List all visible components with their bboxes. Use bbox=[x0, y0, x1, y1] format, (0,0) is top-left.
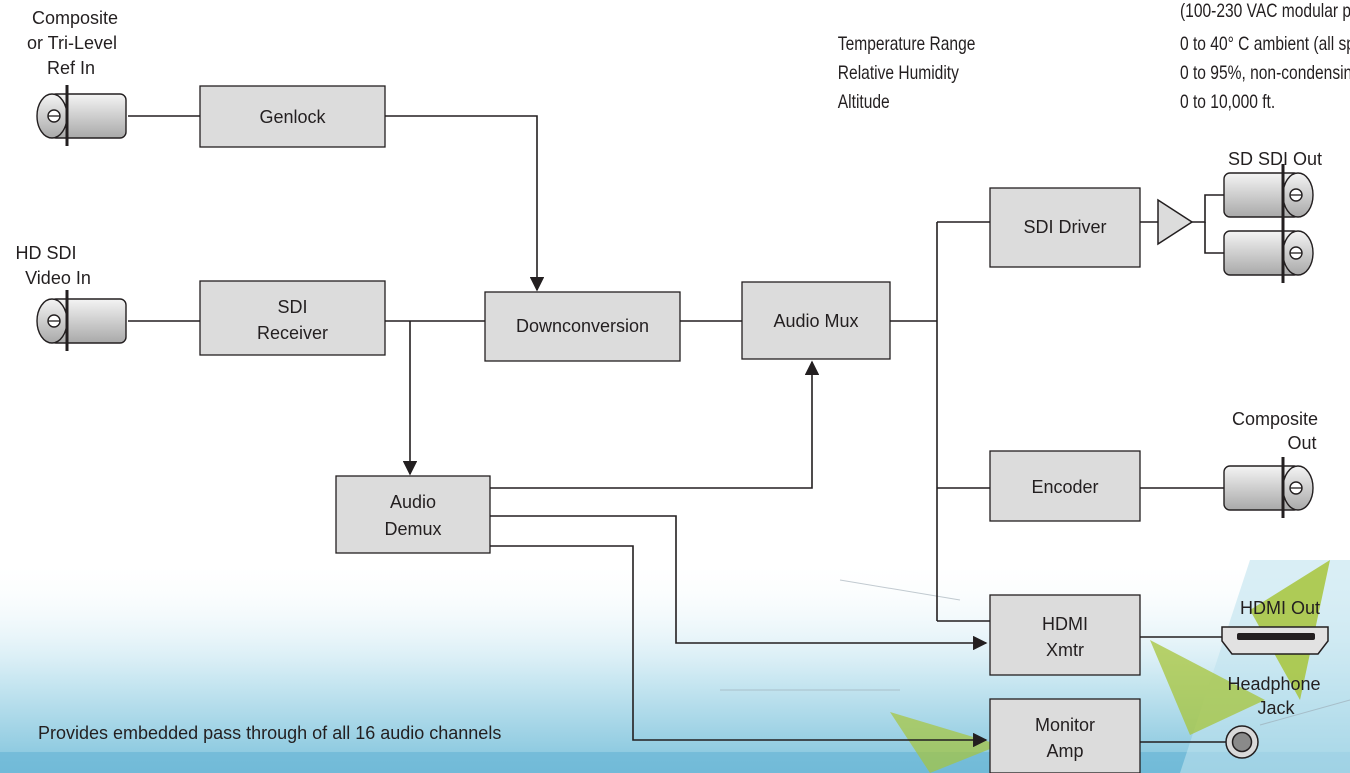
svg-text:Xmtr: Xmtr bbox=[1046, 640, 1084, 660]
svg-text:Out: Out bbox=[1287, 433, 1316, 453]
label-hdmi-out: HDMI Out bbox=[1240, 598, 1320, 618]
svg-text:Jack: Jack bbox=[1257, 698, 1295, 718]
block-genlock: Genlock bbox=[199, 85, 386, 148]
svg-text:Audio Mux: Audio Mux bbox=[773, 311, 858, 331]
block-sdi-receiver: SDI Receiver bbox=[199, 280, 386, 356]
svg-text:Receiver: Receiver bbox=[257, 323, 328, 343]
headphone-jack-icon bbox=[1225, 725, 1259, 759]
svg-text:Downconversion: Downconversion bbox=[516, 316, 649, 336]
svg-text:SDI: SDI bbox=[277, 297, 307, 317]
spec-sheet: (100-230 VAC modular power supply) Tempe… bbox=[838, 0, 1350, 112]
svg-text:Genlock: Genlock bbox=[259, 107, 326, 127]
bnc-connector-composite-out bbox=[1223, 457, 1314, 518]
bnc-connector-sd-sdi-out-2 bbox=[1223, 222, 1314, 283]
power-supply-note: (100-230 VAC modular power supply) bbox=[1180, 0, 1350, 21]
label-composite-out: Composite Out bbox=[1232, 409, 1318, 453]
green-shard-2 bbox=[1150, 640, 1265, 735]
svg-text:SDI Driver: SDI Driver bbox=[1023, 217, 1106, 237]
bnc-connector-video-in bbox=[36, 290, 127, 351]
spec-label-altitude: Altitude bbox=[838, 91, 890, 113]
block-sdi-driver: SDI Driver bbox=[989, 187, 1141, 268]
block-monitor-amp: Monitor Amp bbox=[989, 698, 1141, 773]
svg-text:Audio: Audio bbox=[390, 492, 436, 512]
svg-text:HDMI: HDMI bbox=[1042, 614, 1088, 634]
svg-text:Video In: Video In bbox=[25, 268, 91, 288]
svg-text:Headphone: Headphone bbox=[1227, 674, 1320, 694]
signal-lines bbox=[128, 115, 1226, 748]
spec-label-humidity: Relative Humidity bbox=[838, 62, 959, 84]
bnc-connector-ref-in bbox=[36, 85, 127, 146]
block-hdmi-xmtr: HDMI Xmtr bbox=[989, 594, 1141, 676]
label-video-in: HD SDI Video In bbox=[15, 243, 90, 288]
audio-passthrough-note: Provides embedded pass through of all 16… bbox=[38, 723, 501, 743]
green-shard-3 bbox=[890, 712, 1000, 773]
svg-text:Ref In: Ref In bbox=[47, 58, 95, 78]
spec-value-humidity: 0 to 95%, non-condensing bbox=[1180, 62, 1350, 84]
svg-text:Demux: Demux bbox=[384, 519, 441, 539]
svg-text:Composite: Composite bbox=[1232, 409, 1318, 429]
label-ref-in: Composite or Tri-Level Ref In bbox=[27, 8, 118, 78]
block-downconversion: Downconversion bbox=[484, 291, 681, 362]
svg-text:Monitor: Monitor bbox=[1035, 715, 1095, 735]
spec-value-temperature: 0 to 40° C ambient (all specs met) bbox=[1180, 33, 1350, 55]
spec-value-altitude: 0 to 10,000 ft. bbox=[1180, 91, 1275, 113]
bnc-connector-sd-sdi-out-1 bbox=[1223, 164, 1314, 225]
svg-text:HD SDI: HD SDI bbox=[15, 243, 76, 263]
block-encoder: Encoder bbox=[989, 450, 1141, 522]
svg-text:Encoder: Encoder bbox=[1031, 477, 1098, 497]
label-sd-sdi-out: SD SDI Out bbox=[1228, 149, 1322, 169]
buffer-amp-icon bbox=[1157, 198, 1194, 246]
block-audio-demux: Audio Demux bbox=[335, 475, 491, 554]
svg-text:Composite: Composite bbox=[32, 8, 118, 28]
spec-label-temperature: Temperature Range bbox=[838, 33, 976, 55]
label-headphone-jack: Headphone Jack bbox=[1227, 674, 1320, 718]
block-audio-mux: Audio Mux bbox=[741, 281, 891, 360]
hdmi-port-icon bbox=[1221, 626, 1329, 655]
svg-text:Amp: Amp bbox=[1046, 741, 1083, 761]
svg-text:or Tri-Level: or Tri-Level bbox=[27, 33, 117, 53]
